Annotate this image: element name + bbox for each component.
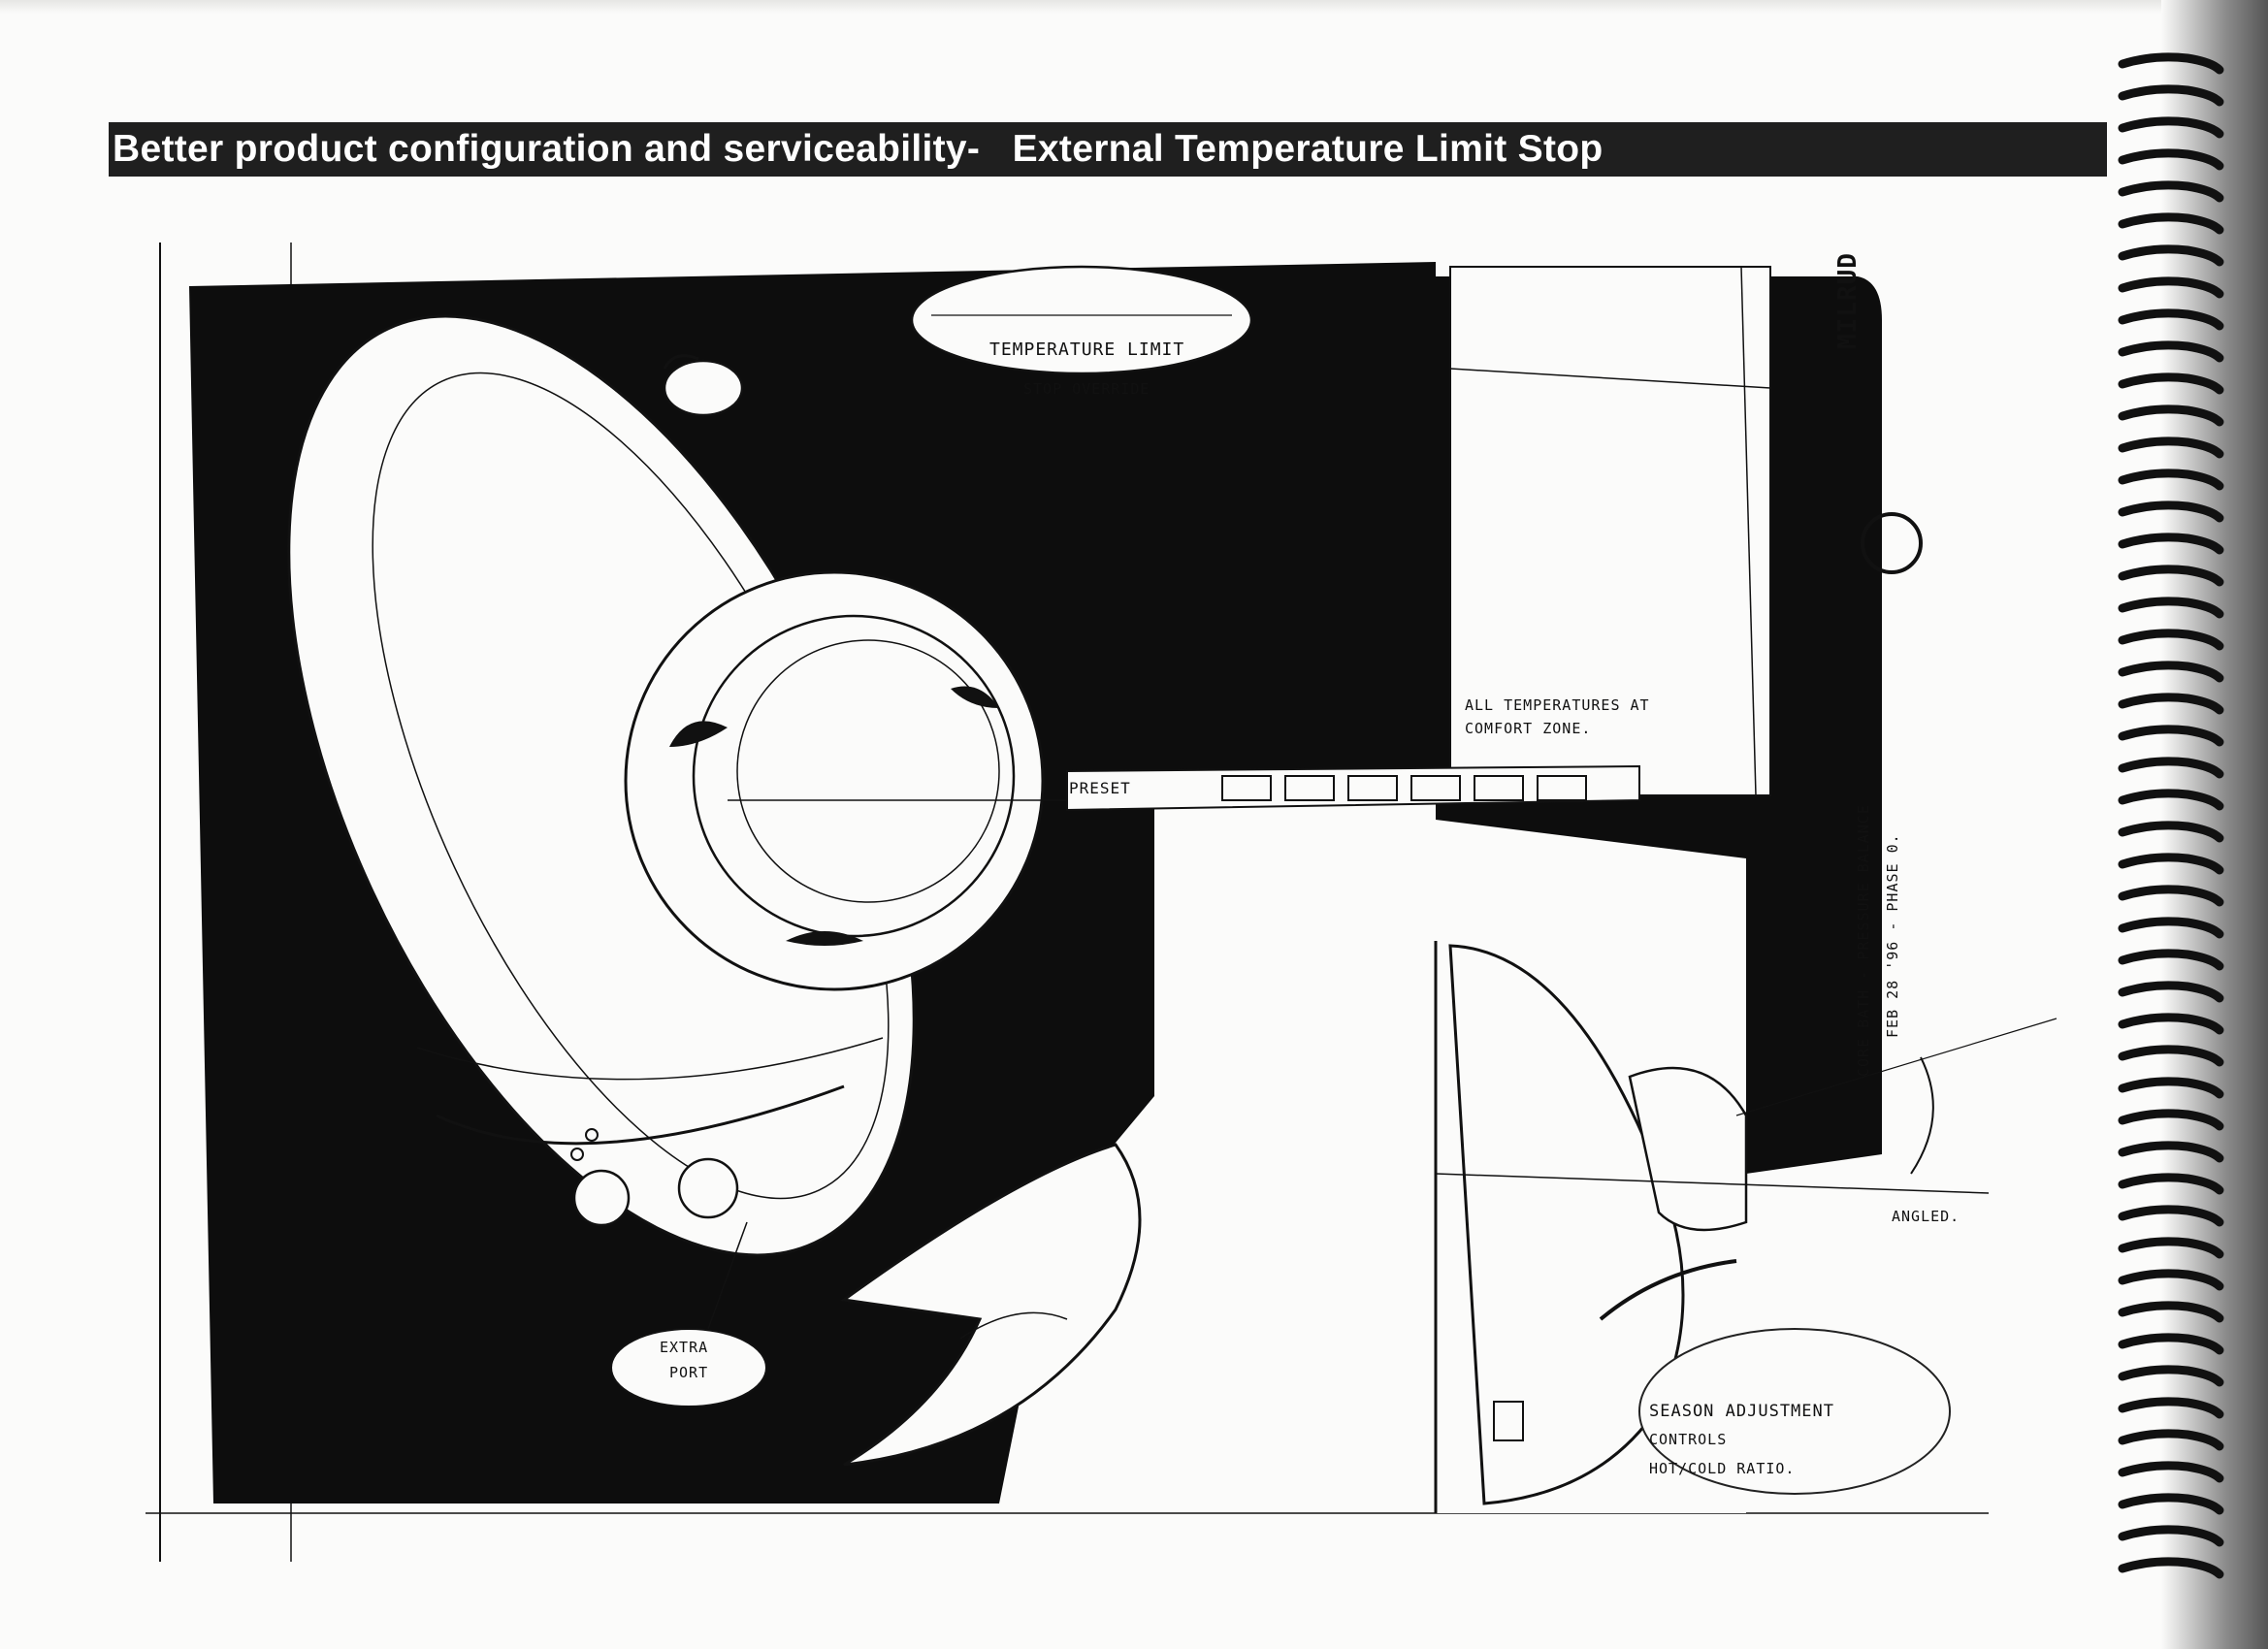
spiral-ring	[2118, 212, 2224, 235]
spiral-ring	[2118, 789, 2224, 811]
spiral-ring	[2118, 1013, 2224, 1035]
spiral-ring	[2118, 244, 2224, 267]
spiral-ring	[2118, 1429, 2224, 1451]
comfort-zone-label: COMFORT ZONE.	[1465, 720, 1592, 737]
spiral-ring	[2118, 853, 2224, 875]
spiral-ring	[2118, 693, 2224, 715]
season-controls-label: CONTROLS	[1649, 1431, 1728, 1448]
spiral-ring	[2118, 340, 2224, 363]
angled-label: ANGLED.	[1892, 1208, 1960, 1225]
all-temperatures-label: ALL TEMPERATURES AT	[1465, 696, 1650, 714]
spiral-ring	[2118, 180, 2224, 203]
season-adjustment-label: SEASON ADJUSTMENT	[1649, 1402, 1834, 1421]
page-top-edge	[0, 0, 2268, 14]
extra-port-label-2: PORT	[669, 1364, 709, 1381]
temperature-limit-label: TEMPERATURE LIMIT	[989, 340, 1185, 360]
preset-label: PRESET	[1069, 779, 1131, 797]
spiral-rings	[2118, 52, 2224, 1579]
spiral-ring	[2118, 1205, 2224, 1227]
spiral-ring	[2118, 1557, 2224, 1579]
spiral-ring	[2118, 308, 2224, 331]
spiral-ring	[2118, 501, 2224, 523]
vertical-note-1: CORE BATH - PRESSURE BALANCE	[1855, 804, 1872, 1077]
page-title: Better product configuration and service…	[113, 128, 1604, 170]
spiral-ring	[2118, 1173, 2224, 1195]
spiral-ring	[2118, 148, 2224, 171]
spiral-ring	[2118, 1397, 2224, 1419]
spiral-ring	[2118, 981, 2224, 1003]
spiral-ring	[2118, 949, 2224, 971]
spiral-ring	[2118, 1301, 2224, 1323]
spiral-ring	[2118, 821, 2224, 843]
spiral-ring	[2118, 1525, 2224, 1547]
spiral-ring	[2118, 1077, 2224, 1099]
spiral-ring	[2118, 1493, 2224, 1515]
sketch-drawing	[146, 242, 2057, 1562]
spiral-ring	[2118, 116, 2224, 139]
spiral-ring	[2118, 725, 2224, 747]
vertical-note-2: FEB 28 '96 - PHASE 0.	[1884, 833, 1901, 1038]
spiral-ring	[2118, 1109, 2224, 1131]
season-ratio-label: HOT/COLD RATIO.	[1649, 1460, 1796, 1477]
spiral-ring	[2118, 1365, 2224, 1387]
spiral-ring	[2118, 1237, 2224, 1259]
spiral-ring	[2118, 597, 2224, 619]
spiral-ring	[2118, 1269, 2224, 1291]
spiral-binding	[2115, 39, 2231, 1610]
spiral-ring	[2118, 436, 2224, 459]
spiral-ring	[2118, 757, 2224, 779]
spiral-ring	[2118, 84, 2224, 107]
spiral-ring	[2118, 372, 2224, 395]
spiral-ring	[2118, 1045, 2224, 1067]
product-sketch	[146, 242, 2124, 1581]
spiral-ring	[2118, 469, 2224, 491]
spiral-ring	[2118, 917, 2224, 939]
spiral-ring	[2118, 1141, 2224, 1163]
spiral-ring	[2118, 404, 2224, 427]
title-bar	[109, 122, 2107, 177]
spiral-ring	[2118, 885, 2224, 907]
spiral-ring	[2118, 533, 2224, 555]
spiral-ring	[2118, 1333, 2224, 1355]
spiral-ring	[2118, 565, 2224, 587]
extra-port-label-1: EXTRA	[660, 1339, 709, 1356]
signature: MILRUD	[1833, 252, 1863, 349]
spiral-ring	[2118, 661, 2224, 683]
stop-override-label: STOP OVERRIDE	[1023, 380, 1150, 398]
spiral-ring	[2118, 52, 2224, 75]
spiral-ring	[2118, 629, 2224, 651]
spiral-ring	[2118, 276, 2224, 299]
spiral-ring	[2118, 1461, 2224, 1483]
